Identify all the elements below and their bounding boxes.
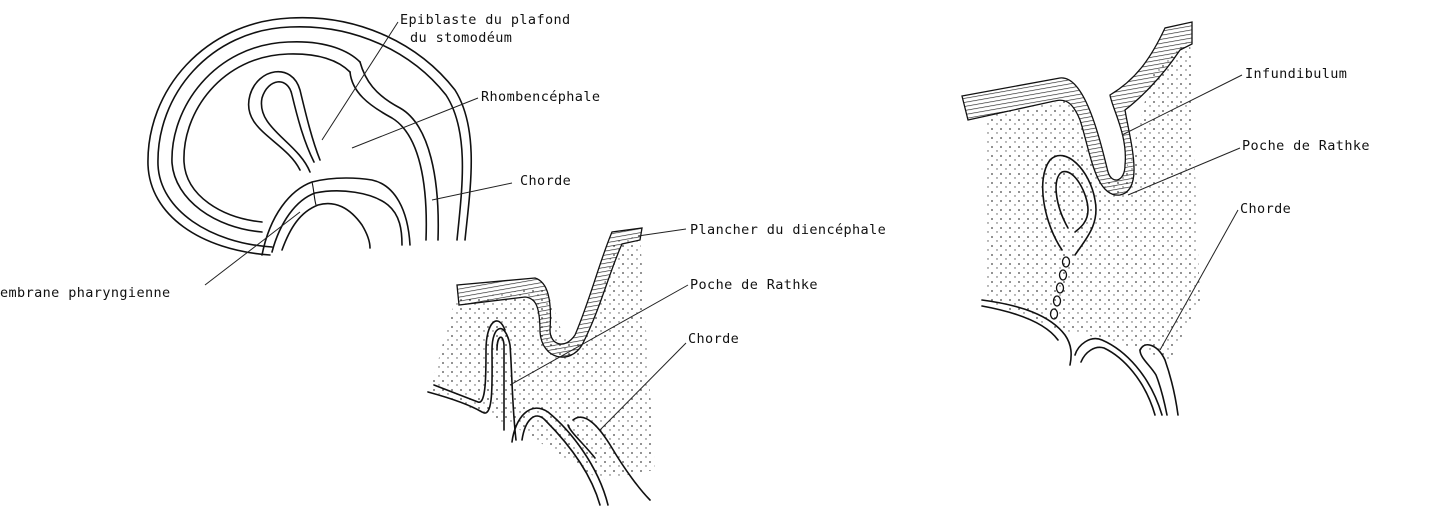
mesenchyme-middle xyxy=(430,236,655,480)
figure-middle: Plancher du diencéphale Poche de Rathke … xyxy=(428,222,886,505)
label-chorde-left: Chorde xyxy=(520,173,571,189)
label-poche-rathke-middle: Poche de Rathke xyxy=(690,277,818,293)
label-plancher-diencephale: Plancher du diencéphale xyxy=(690,222,886,238)
label-chorde-middle: Chorde xyxy=(688,331,739,347)
label-chorde-right: Chorde xyxy=(1240,201,1291,217)
figure-right: Infundibulum Poche de Rathke Chorde xyxy=(962,22,1370,415)
label-poche-rathke-right: Poche de Rathke xyxy=(1242,138,1370,154)
figure-left: Epiblaste du plafond du stomodéum Rhombe… xyxy=(0,12,600,301)
label-infundibulum: Infundibulum xyxy=(1245,66,1347,82)
label-epiblast-1: Epiblaste du plafond xyxy=(400,12,571,28)
label-membrane-pharyngienne: embrane pharyngienne xyxy=(0,285,171,301)
label-rhombencephale: Rhombencéphale xyxy=(481,89,600,105)
label-epiblast-2: du stomodéum xyxy=(410,30,512,46)
